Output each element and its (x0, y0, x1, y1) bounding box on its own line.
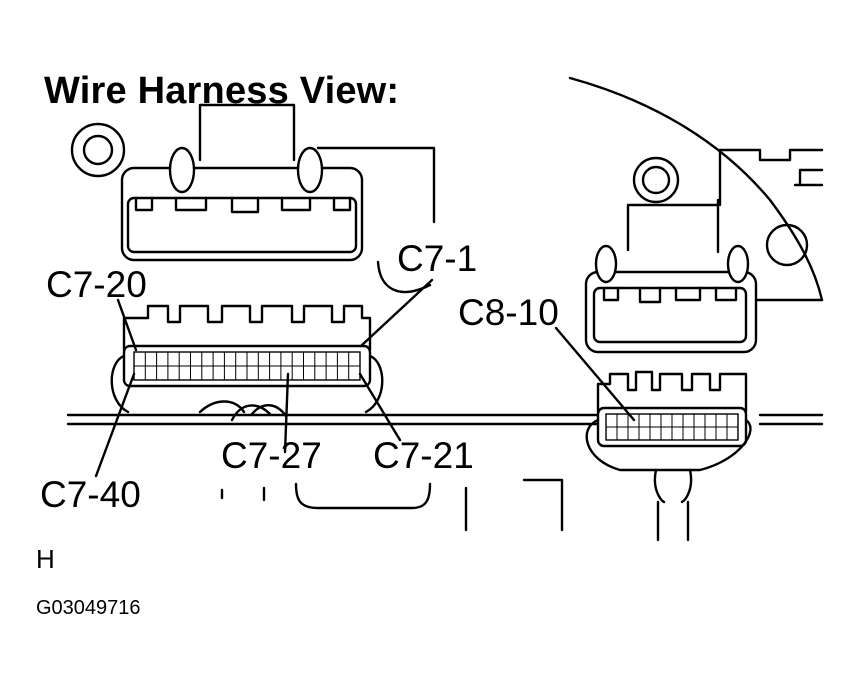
c8-stem (626, 198, 720, 254)
c8-upper-body (584, 270, 758, 354)
callout-c7-27: C7-27 (221, 435, 322, 476)
mount-hole-left-outer (70, 122, 126, 178)
figure-id: G03049716 (36, 597, 141, 619)
mount-hole-c8-top (632, 156, 680, 204)
c7-upper-latch-left (168, 146, 196, 194)
c8-pin-grid-lines (606, 414, 738, 440)
leader-c7-40 (94, 372, 136, 478)
callout-c7-40: C7-40 (40, 474, 141, 515)
body-edge (718, 148, 824, 207)
c7-upper-face (126, 196, 358, 254)
leader-c7-27 (283, 372, 290, 454)
c7-upper-lead (316, 146, 436, 224)
leader-c7-20 (116, 298, 138, 352)
mount-hole-right (765, 223, 809, 267)
c7-lower-shell (122, 304, 372, 350)
callout-c7-21: C7-21 (373, 435, 474, 476)
lower-post-right (522, 478, 564, 532)
c7-upper-teeth (134, 196, 352, 214)
c8-upper-latch-left (594, 244, 618, 284)
c7-upper-body (120, 166, 364, 262)
c7-pin-grid-lines (134, 352, 360, 380)
c8-harness-wrap (585, 418, 752, 472)
c8-upper-face (592, 286, 748, 344)
leader-c8-10 (554, 326, 636, 422)
callout-c8-10: C8-10 (458, 292, 559, 333)
mount-hole-c8-inner (641, 165, 671, 195)
c8-wire-bundle (653, 468, 693, 542)
callout-c7-1: C7-1 (397, 238, 478, 279)
callout-c7-20: C7-20 (46, 264, 147, 305)
body-outline (568, 76, 824, 302)
c7-upper-latch-right (296, 146, 324, 194)
lower-ticks (220, 486, 266, 502)
leader-c7-1 (360, 278, 434, 347)
c8-upper-latch-right (726, 244, 750, 284)
lower-bracket (294, 482, 432, 510)
c8-lower-shell (596, 370, 748, 412)
c7-wire-fan (198, 400, 288, 422)
view-letter: H (36, 544, 55, 574)
c7-upper-stem (198, 103, 296, 162)
body-bracket (793, 168, 824, 187)
leader-c7-21 (358, 372, 402, 442)
diagram-title: Wire Harness View: (44, 70, 400, 112)
c8-upper-teeth (602, 286, 738, 304)
mount-hole-left-inner (82, 134, 114, 166)
